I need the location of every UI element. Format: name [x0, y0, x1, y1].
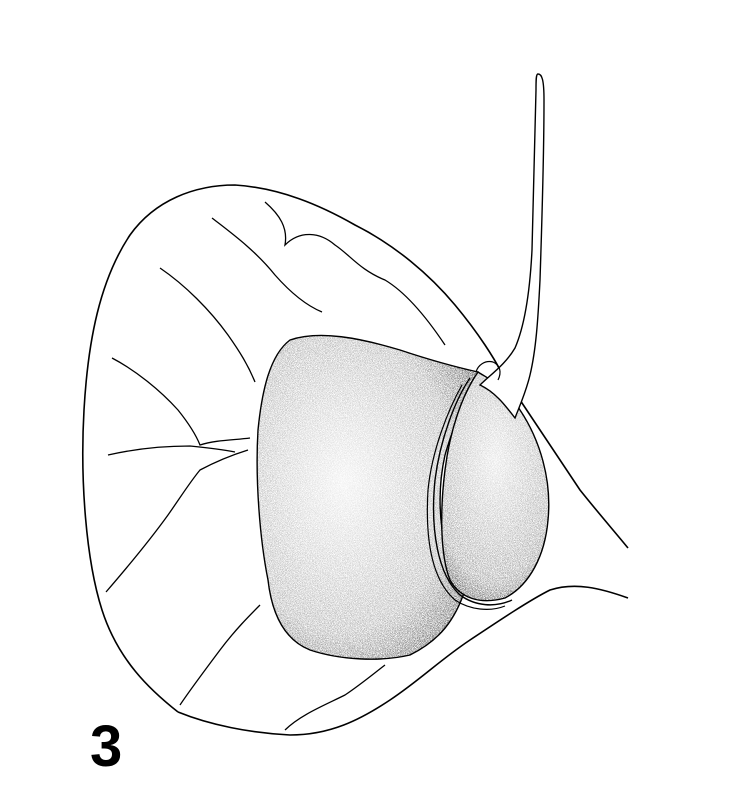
bract-bottom-edge [177, 585, 629, 736]
bract-veins [105, 201, 446, 731]
fruit-beak [475, 70, 550, 430]
bract-right-edge [519, 399, 629, 549]
bract-outline [82, 184, 501, 713]
figure-number: 3 [90, 714, 123, 779]
